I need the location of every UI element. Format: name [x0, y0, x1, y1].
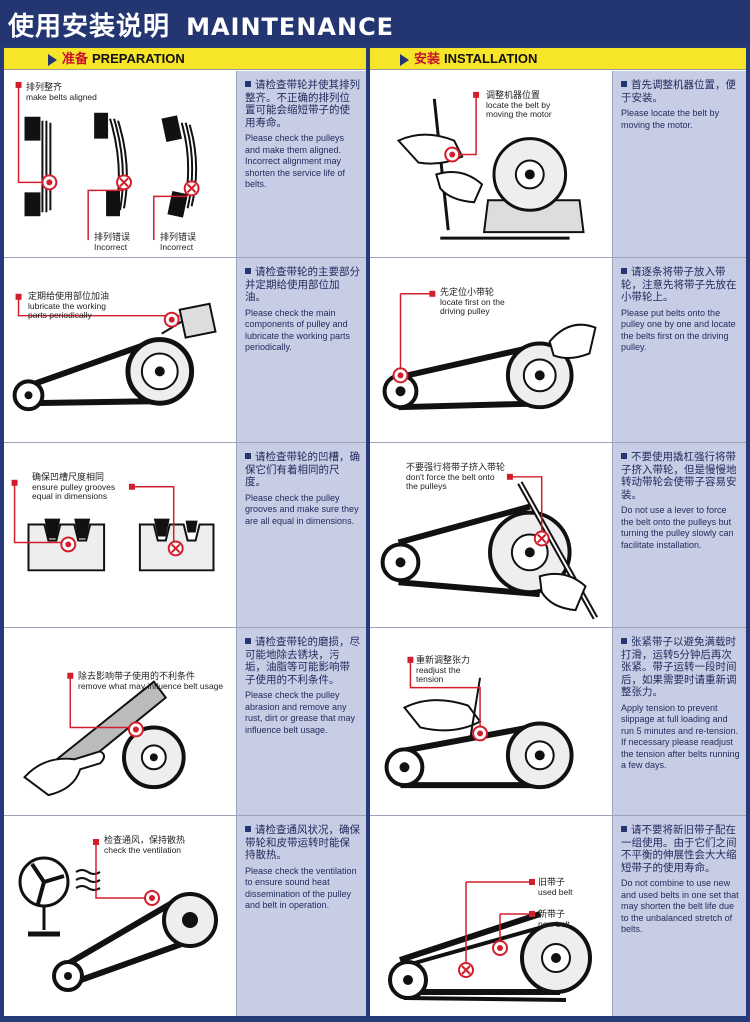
driving-pulley-illustration: 先定位小带轮 locate first on the driving pulle… — [370, 258, 612, 442]
callout-remove: 除去影响带子使用的不利条件 remove what may influence … — [78, 671, 224, 691]
title-cn: 使用安装说明 — [8, 12, 171, 42]
installation-row-3: 不要强行将带子挤入带轮 don't force the belt onto th… — [370, 443, 746, 628]
preparation-text-5: 请检查通风状况，确保带轮和皮带运转时能保持散热。 Please check th… — [236, 816, 366, 1016]
callout-no-force: 不要强行将带子挤入带轮 don't force the belt onto th… — [406, 462, 506, 491]
page-title: 使用安装说明 MAINTENANCE — [8, 6, 394, 43]
preparation-row-1: 排列整齐 make belts aligned 排列错误 Incorrect 排… — [4, 71, 366, 258]
ventilation-illustration: 检查通风，保持散热 check the ventilation — [4, 816, 236, 1016]
incorrect-mark-icon — [458, 962, 474, 978]
callout-new-belt: 新带子 new belt — [538, 909, 570, 929]
installation-text-1: 首先调整机器位置，便于安装。 Please locate the belt by… — [612, 71, 746, 257]
preparation-row-3: 确保凹槽尺度相同 ensure pulley grooves equal in … — [4, 443, 366, 628]
callout-lubricate: 定期给使用部位加油 lubricate the working parts pe… — [28, 291, 110, 320]
preparation-text-1: 请检查带轮并使其排列整齐。不正确的排列位置可能会缩短带子的使用寿命。 Pleas… — [236, 71, 366, 257]
callout-ventilation: 检查通风，保持散热 check the ventilation — [104, 835, 186, 855]
installation-row-5: 旧带子 used belt 新带子 new belt 请不要将新旧带子配在一组使… — [370, 816, 746, 1016]
callout-aligned: 排列整齐 make belts aligned — [26, 82, 97, 102]
new-old-belts-illustration: 旧带子 used belt 新带子 new belt — [370, 816, 612, 1016]
incorrect-mark-icon — [183, 180, 200, 197]
callout-incorrect-1: 排列错误 Incorrect — [94, 232, 131, 252]
grooves-illustration: 确保凹槽尺度相同 ensure pulley grooves equal in … — [4, 443, 236, 627]
tension-illustration: 重新调整张力 readjust the tension — [370, 628, 612, 815]
preparation-text-3: 请检查带轮的凹槽，确保它们有着相同的尺度。 Please check the p… — [236, 443, 366, 627]
installation-text-3: 不要使用撬杠强行将带子挤入带轮，但是慢慢地转动带轮会使带子容易安装。 Do no… — [612, 443, 746, 627]
lever-icon — [517, 481, 599, 620]
lubrication-illustration: 定期给使用部位加油 lubricate the working parts pe… — [4, 258, 236, 442]
no-lever-illustration: 不要强行将带子挤入带轮 don't force the belt onto th… — [370, 443, 612, 627]
triangle-bullet-icon — [48, 53, 57, 66]
incorrect-mark-icon — [533, 530, 550, 547]
callout-motor: 调整机器位置 locate the belt by moving the mot… — [486, 90, 552, 119]
incorrect-mark-icon — [116, 174, 132, 191]
preparation-row-5: 检查通风，保持散热 check the ventilation 请检查通风状况，… — [4, 816, 366, 1016]
glove-hand-icon — [538, 572, 587, 612]
preparation-text-2: 请检查带轮的主要部分并定期给使用部位加油。 Please check the m… — [236, 258, 366, 442]
motor-illustration: 调整机器位置 locate the belt by moving the mot… — [370, 71, 612, 257]
alignment-illustration: 排列整齐 make belts aligned 排列错误 Incorrect 排… — [4, 71, 236, 257]
preparation-row-4: 除去影响带子使用的不利条件 remove what may influence … — [4, 628, 366, 816]
glove-hand-icon — [396, 133, 484, 204]
callout-used-belt: 旧带子 used belt — [538, 877, 573, 897]
installation-row-4: 重新调整张力 readjust the tension 张紧带子以避免满载时打滑… — [370, 628, 746, 816]
callout-driving-pulley: 先定位小带轮 locate first on the driving pulle… — [440, 287, 505, 316]
preparation-row-2: 定期给使用部位加油 lubricate the working parts pe… — [4, 258, 366, 443]
callout-incorrect-2: 排列错误 Incorrect — [160, 232, 197, 252]
installation-row-1: 调整机器位置 locate the belt by moving the mot… — [370, 71, 746, 258]
installation-row-2: 先定位小带轮 locate first on the driving pulle… — [370, 258, 746, 443]
triangle-bullet-icon — [400, 53, 409, 66]
preparation-text-4: 请检查带轮的磨损，尽可能地除去锈块，污垢，油脂等可能影响带子使用的不利条件。 P… — [236, 628, 366, 815]
incorrect-mark-icon — [167, 540, 184, 557]
glove-hand-icon — [23, 750, 106, 797]
abrasion-illustration: 除去影响带子使用的不利条件 remove what may influence … — [4, 628, 236, 815]
callout-tension: 重新调整张力 readjust the tension — [416, 655, 471, 684]
glove-hand-icon — [548, 323, 597, 359]
callout-grooves: 确保凹槽尺度相同 ensure pulley grooves equal in … — [32, 472, 116, 501]
glove-hand-icon — [402, 699, 482, 732]
fan-icon — [18, 856, 70, 937]
installation-text-5: 请不要将新旧带子配在一组使用。由于它们之间不平衡的伸展性会大大缩短带子的使用寿命… — [612, 816, 746, 1016]
installation-text-4: 张紧带子以避免满载时打滑，运转5分钟后再次张紧。带子运转一段时间后，如果需要时请… — [612, 628, 746, 815]
title-en: MAINTENANCE — [186, 13, 395, 41]
title-bar: 使用安装说明 MAINTENANCE — [0, 0, 750, 44]
installation-text-2: 请逐条将带子放入带轮，注意先将带子先放在小带轮上。 Please put bel… — [612, 258, 746, 442]
